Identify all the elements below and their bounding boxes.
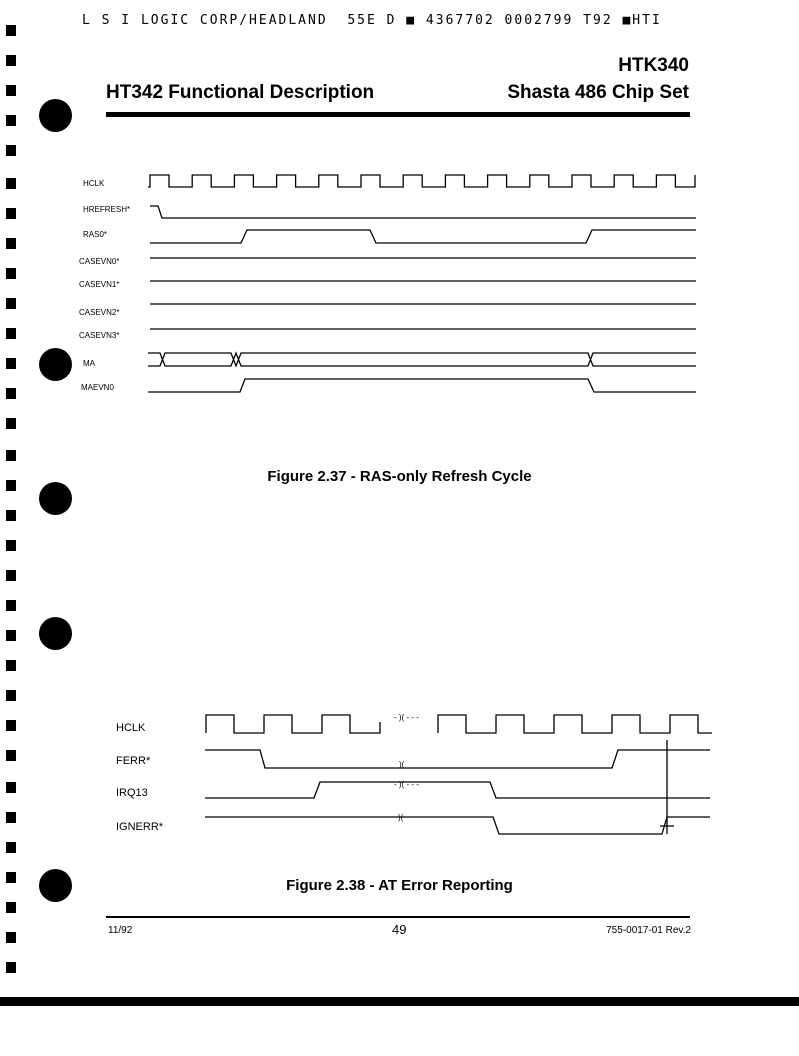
chipset-title: Shasta 486 Chip Set — [507, 82, 689, 103]
binder-square — [6, 208, 16, 219]
binder-square — [6, 570, 16, 581]
timing-marker — [660, 740, 674, 834]
figure-caption-2-38: Figure 2.38 - AT Error Reporting — [286, 877, 513, 894]
punch-hole — [39, 348, 72, 381]
binder-square — [6, 85, 16, 96]
binder-square — [6, 145, 16, 156]
binder-square — [6, 750, 16, 761]
signal-label-ignerr: IGNERR* — [116, 821, 164, 833]
hrefresh-waveform — [150, 205, 696, 219]
ferr-waveform — [205, 749, 710, 769]
error-reporting-timing-diagram: HCLK FERR* IRQ13 IGNERR* - )( - - - )( -… — [116, 713, 712, 835]
binder-square — [6, 962, 16, 973]
signal-label-casevn3: CASEVN3* — [79, 331, 119, 340]
binder-square — [6, 480, 16, 491]
binder-square — [6, 418, 16, 429]
binder-square — [6, 720, 16, 731]
binder-square — [6, 540, 16, 551]
binder-square — [6, 932, 16, 943]
refresh-timing-diagram: HCLK HREFRESH* RAS0* CASEVN0* CASEVN1* C… — [79, 174, 696, 393]
binder-square — [6, 450, 16, 461]
signal-label-maevn0: MAEVN0 — [81, 383, 114, 392]
part-number: HTK340 — [618, 55, 689, 76]
footer-rule — [106, 916, 690, 918]
binder-square — [6, 115, 16, 126]
figure-caption-2-37: Figure 2.37 - RAS-only Refresh Cycle — [267, 468, 532, 485]
binder-square — [6, 660, 16, 671]
binder-square — [6, 690, 16, 701]
binder-square — [6, 510, 16, 521]
binder-square — [6, 238, 16, 249]
scan-edge-bar — [0, 997, 799, 1006]
binder-square — [6, 55, 16, 66]
scan-stamp: L S I LOGIC CORP/HEADLAND 55E D ■ 436770… — [82, 13, 662, 28]
binder-square — [6, 298, 16, 309]
binder-square — [6, 782, 16, 793]
binder-square — [6, 328, 16, 339]
signal-label-ras0: RAS0* — [83, 230, 107, 239]
signal-label-hclk: HCLK — [83, 179, 105, 188]
signal-label-ma: MA — [83, 359, 96, 368]
binder-square — [6, 600, 16, 611]
binder-square — [6, 812, 16, 823]
binder-square — [6, 902, 16, 913]
binder-square — [6, 268, 16, 279]
signal-label-hclk-2: HCLK — [116, 722, 146, 734]
header-rule — [106, 112, 690, 117]
ma-bus-waveform — [148, 351, 696, 368]
break-mark: - )( - - - — [394, 713, 419, 722]
document-number: 755-0017-01 Rev.2 — [606, 925, 691, 936]
binder-square — [6, 872, 16, 883]
hclk-2-waveform — [205, 714, 712, 734]
binder-square — [6, 388, 16, 399]
break-mark: )( — [399, 760, 405, 769]
break-mark: - )( - - - — [394, 780, 419, 789]
punch-hole — [39, 869, 72, 902]
page-number: 49 — [392, 922, 407, 937]
punch-hole — [39, 617, 72, 650]
binder-square — [6, 842, 16, 853]
binder-square — [6, 630, 16, 641]
signal-label-ferr: FERR* — [116, 755, 151, 767]
irq13-waveform — [205, 781, 710, 799]
signal-label-irq13: IRQ13 — [116, 787, 148, 799]
signal-label-casevn0: CASEVN0* — [79, 257, 119, 266]
binder-square — [6, 25, 16, 36]
punch-hole — [39, 482, 72, 515]
ignerr-waveform — [205, 816, 710, 835]
hclk-waveform — [148, 174, 696, 188]
section-title: HT342 Functional Description — [106, 82, 375, 103]
signal-label-hrefresh: HREFRESH* — [83, 205, 130, 214]
punch-hole — [39, 99, 72, 132]
ras0-waveform — [150, 229, 696, 244]
signal-label-casevn2: CASEVN2* — [79, 308, 119, 317]
footer-date: 11/92 — [108, 925, 133, 936]
signal-label-casevn1: CASEVN1* — [79, 280, 119, 289]
break-mark: )( — [398, 813, 404, 822]
binder-square — [6, 358, 16, 369]
maevn0-waveform — [148, 378, 696, 393]
binder-square — [6, 178, 16, 189]
